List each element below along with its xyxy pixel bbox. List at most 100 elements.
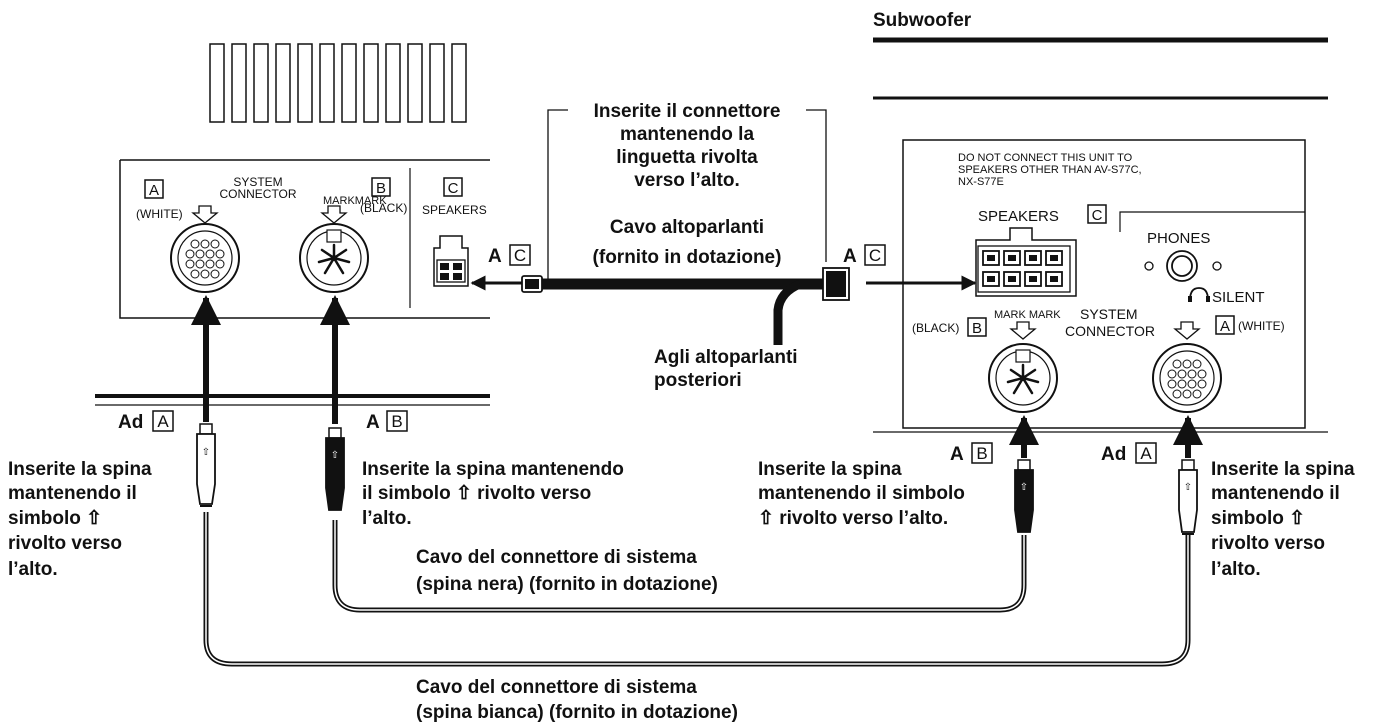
- phones-jack: [1144, 250, 1222, 282]
- black-cable-inner: [334, 520, 1025, 611]
- right-white-socket: [1152, 343, 1222, 413]
- left-ab-prefix: A: [366, 412, 380, 433]
- white-cable-inner: [205, 512, 1189, 665]
- plug-left-white-2: mantenendo il: [8, 483, 137, 504]
- right-white-plug: ⇧: [1178, 459, 1198, 535]
- plug-right-white-2: mantenendo il: [1211, 483, 1340, 504]
- speaker-cable-line-2: (fornito in dotazione): [593, 247, 782, 268]
- right-ac-box: [864, 244, 886, 266]
- right-letter-a: A: [1220, 318, 1230, 335]
- right-letter-b: B: [972, 320, 982, 337]
- left-black-plug: ⇧: [325, 427, 345, 511]
- left-ac-box: [509, 244, 531, 266]
- rear-speakers-line-2: posteriori: [654, 370, 742, 391]
- left-system-label-2: CONNECTOR: [219, 187, 296, 201]
- left-white-socket: [170, 223, 240, 293]
- left-ab-box: [386, 410, 408, 432]
- right-black-label: (BLACK): [912, 321, 959, 335]
- rear-speakers-line-1: Agli altoparlanti: [654, 347, 798, 368]
- right-black-arrow-icon: [1009, 321, 1037, 340]
- plug-right-black-2: mantenendo il simbolo: [758, 483, 965, 504]
- left-ad-box: [152, 410, 174, 432]
- black-cable-label-2: (spina nera) (fornito in dotazione): [416, 574, 718, 595]
- plug-right-white-1: Inserite la spina: [1211, 459, 1355, 480]
- left-letter-b: B: [376, 180, 386, 197]
- tab-callout-bracket: [547, 109, 827, 285]
- right-system-label-2: CONNECTOR: [1065, 323, 1155, 339]
- right-ab-box: [971, 442, 993, 464]
- right-black-socket: [988, 343, 1058, 413]
- white-cable-label-1: Cavo del connettore di sistema: [416, 677, 697, 698]
- left-white-label: (WHITE): [136, 207, 183, 221]
- insert-tab-line-3: linguetta rivolta: [616, 147, 758, 168]
- left-unit-panel: [119, 159, 490, 319]
- right-speakers-label: SPEAKERS: [978, 208, 1059, 225]
- right-letter-b-box: [967, 317, 987, 337]
- left-black-label: (BLACK): [360, 201, 407, 215]
- left-letter-c-box: [443, 177, 463, 197]
- svg-text:⇧: ⇧: [1184, 482, 1192, 493]
- plug-left-white-5: l’alto.: [8, 559, 58, 580]
- right-system-label-1: SYSTEM: [1080, 306, 1138, 322]
- silent-label: SILENT: [1212, 289, 1265, 306]
- left-ac-letter: C: [514, 246, 526, 265]
- right-ad-prefix: Ad: [1101, 444, 1126, 465]
- insert-tab-line-4: verso l’alto.: [634, 170, 740, 191]
- left-speakers-label: SPEAKERS: [422, 203, 487, 217]
- speaker-cable: [521, 267, 850, 345]
- left-ad-letter: A: [157, 412, 169, 431]
- plug-left-black-2: il simbolo ⇧ rivolto verso: [362, 483, 591, 504]
- left-unit-heatsink: [209, 43, 467, 123]
- right-black-plug: ⇧: [1014, 459, 1034, 533]
- plug-right-white-3: simbolo ⇧: [1211, 508, 1305, 529]
- plug-right-white-5: l’alto.: [1211, 559, 1261, 580]
- plug-right-black-3: ⇧ rivolto verso l’alto.: [758, 508, 948, 529]
- warning-line-1: DO NOT CONNECT THIS UNIT TO: [958, 152, 1133, 164]
- left-ac-prefix: A: [488, 246, 502, 267]
- left-mark-label: MARKMARK: [323, 195, 387, 207]
- left-ab-letter: B: [391, 412, 402, 431]
- left-system-label-1: SYSTEM: [233, 175, 282, 189]
- black-cable-label-1: Cavo del connettore di sistema: [416, 547, 697, 568]
- right-speaker-jack: [975, 227, 1077, 297]
- left-letter-b-box: [371, 177, 391, 197]
- phones-inset: [1119, 211, 1305, 232]
- svg-text:⇧: ⇧: [1020, 482, 1028, 493]
- left-white-arrow-icon: [191, 205, 219, 224]
- left-letter-a-box: [144, 179, 164, 199]
- right-mark-label: MARK MARK: [994, 309, 1061, 321]
- speaker-cable-line-1: Cavo altoparlanti: [610, 217, 764, 238]
- left-white-plug: ⇧: [196, 423, 216, 507]
- svg-text:⇧: ⇧: [331, 450, 339, 461]
- right-ab-prefix: A: [950, 444, 964, 465]
- plug-left-white-1: Inserite la spina: [8, 459, 152, 480]
- plug-right-white-4: rivolto verso: [1211, 533, 1325, 554]
- right-ab-letter: B: [976, 444, 987, 463]
- left-black-arrow-icon: [320, 205, 348, 224]
- warning-line-3: NX-S77E: [958, 176, 1004, 188]
- white-cable-label-2: (spina bianca) (fornito in dotazione): [416, 702, 738, 723]
- right-ad-box: [1135, 442, 1157, 464]
- phones-label: PHONES: [1147, 230, 1210, 247]
- left-ad-prefix: Ad: [118, 412, 143, 433]
- subwoofer-title: Subwoofer: [873, 10, 972, 31]
- svg-text:⇧: ⇧: [202, 447, 210, 458]
- plug-left-black-3: l’alto.: [362, 508, 412, 529]
- plug-left-white-4: rivolto verso: [8, 533, 122, 554]
- left-black-socket: [299, 223, 369, 293]
- warning-line-2: SPEAKERS OTHER THAN AV-S77C,: [958, 164, 1142, 176]
- plug-left-white-3: simbolo ⇧: [8, 508, 102, 529]
- headphone-icon-left: [1188, 296, 1192, 302]
- left-letter-c: C: [448, 180, 459, 197]
- plug-left-black-1: Inserite la spina mantenendo: [362, 459, 624, 480]
- subwoofer-panel: [902, 139, 1306, 429]
- left-speaker-jack: [433, 235, 469, 287]
- insert-tab-line-2: mantenendo la: [620, 124, 755, 145]
- right-white-label: (WHITE): [1238, 319, 1285, 333]
- plug-right-black-1: Inserite la spina: [758, 459, 902, 480]
- headphone-icon-right: [1206, 296, 1210, 302]
- right-white-arrow-icon: [1173, 321, 1201, 340]
- right-letter-c: C: [1092, 207, 1103, 224]
